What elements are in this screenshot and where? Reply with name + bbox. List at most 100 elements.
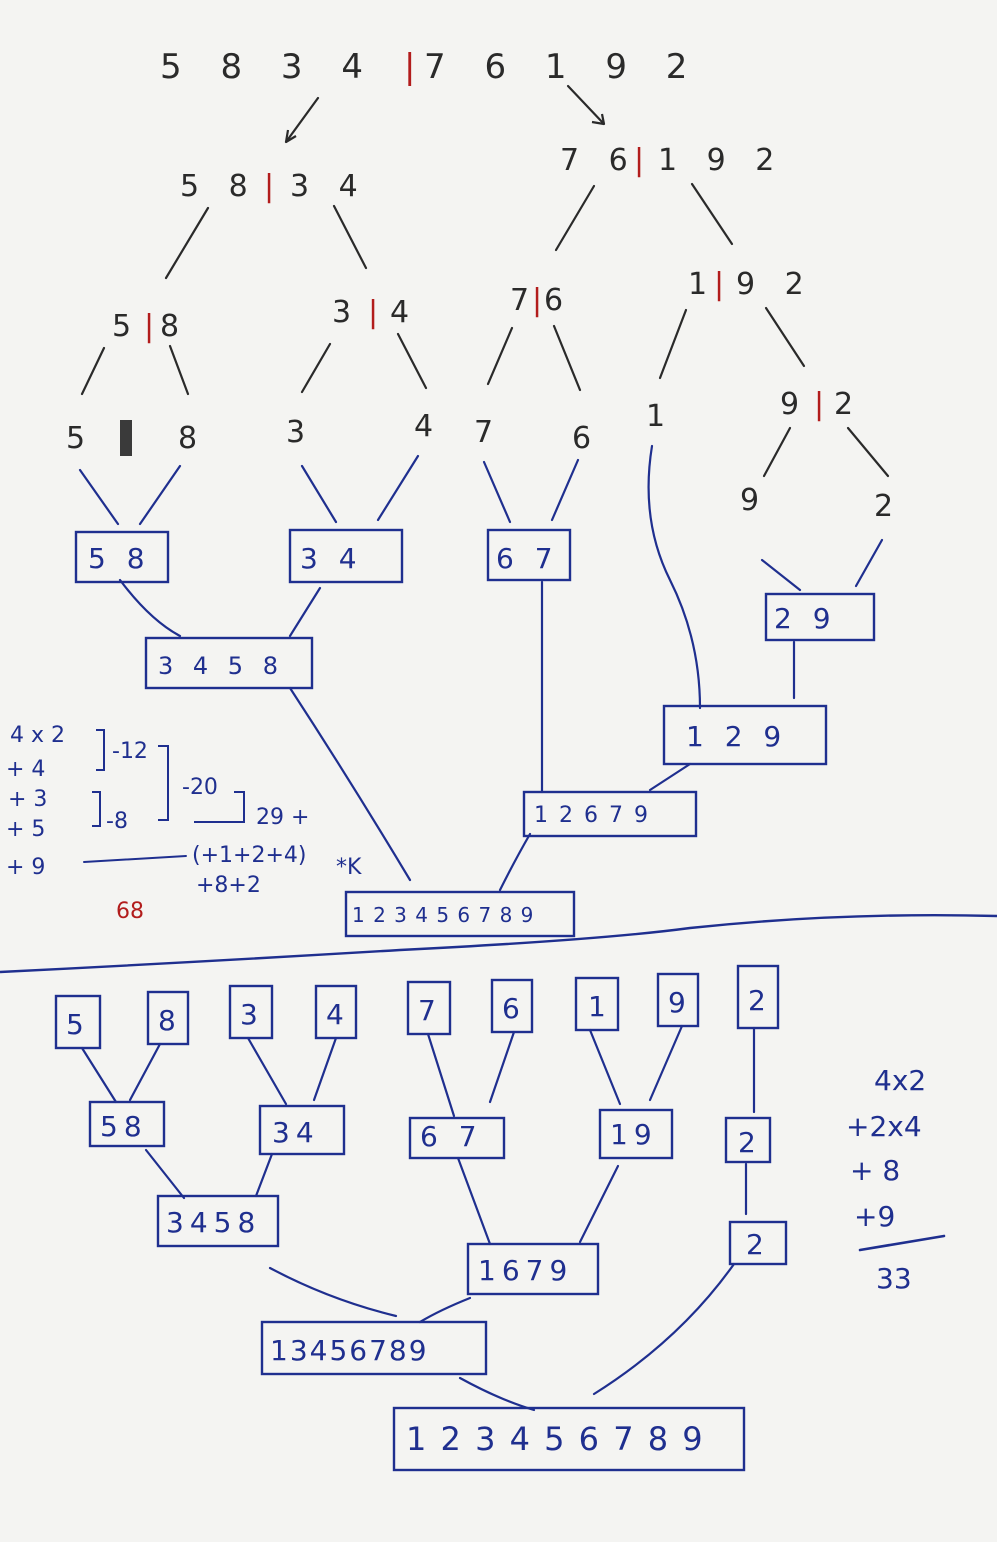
box-58 <box>74 530 170 584</box>
l2-d-right: 9 2 <box>736 267 814 302</box>
line <box>426 1032 456 1118</box>
level3-box <box>728 1220 788 1266</box>
box-label: 6 7 <box>496 542 559 575</box>
line <box>647 444 702 710</box>
single-box <box>736 964 780 1030</box>
l3-split-left: 9 <box>780 387 809 422</box>
note-total: 33 <box>876 1262 912 1295</box>
final-label: 1 2 3 4 5 6 7 8 9 <box>406 1420 705 1458</box>
box-label: 1 2 3 4 5 6 7 8 9 <box>352 903 534 927</box>
line <box>854 538 884 588</box>
arrow <box>486 326 514 386</box>
line <box>376 454 420 522</box>
bottom-notes: 4x2 +2x4 + 8 +9 33 <box>846 1064 926 1295</box>
line <box>588 1028 622 1106</box>
single-box <box>656 972 700 1028</box>
leaf-9: 9 <box>740 483 769 518</box>
single-label: 1 <box>588 990 612 1023</box>
pair-box <box>724 1116 772 1164</box>
line <box>312 1036 338 1102</box>
level3-split-lines <box>762 426 890 478</box>
pair-label: 34 <box>272 1116 320 1149</box>
single-label: 5 <box>66 1008 90 1041</box>
leaf: 1 <box>646 399 675 434</box>
l1-right-divider: | <box>634 143 654 178</box>
leaf-2: 2 <box>874 489 903 524</box>
box-12679 <box>522 790 698 838</box>
box-123456789 <box>344 890 576 938</box>
line <box>246 1036 288 1106</box>
line <box>300 464 338 524</box>
calc-total: 68 <box>116 899 144 924</box>
calc-rule <box>83 855 187 863</box>
single-label: 7 <box>418 994 442 1027</box>
line <box>762 426 792 478</box>
level3-box <box>156 1194 280 1248</box>
box-label: 5 8 <box>88 542 151 575</box>
note-rule <box>858 1234 946 1252</box>
single-label: 2 <box>748 984 772 1017</box>
level3-leaves: 5 8 3 4 7 6 1 <box>66 399 675 456</box>
l3-split-right: 2 <box>834 387 863 422</box>
l1-left-left: 5 8 <box>180 169 258 204</box>
pair-box <box>88 1100 166 1148</box>
line <box>760 558 802 592</box>
bottom-merge-labels: 58 34 6 7 19 2 3458 1679 2 13456789 1 2 … <box>100 1110 764 1458</box>
calc-line: 4 x 2 <box>10 723 65 748</box>
level3-box <box>466 1242 600 1296</box>
line <box>118 578 182 638</box>
arrow <box>658 308 688 380</box>
calc-bracket-marks <box>83 729 245 863</box>
single-label: 3 <box>240 998 264 1031</box>
level3-label: 3458 <box>166 1206 261 1239</box>
l1-left-divider: | <box>264 169 284 204</box>
line <box>550 458 580 522</box>
line <box>846 426 890 478</box>
calc-bracket: -12 <box>112 739 148 764</box>
bracket <box>96 729 105 771</box>
line <box>254 1152 274 1198</box>
level1-left: 5 8 | 3 4 <box>180 169 358 204</box>
level1-arrows <box>164 182 734 280</box>
top-merge-boxes <box>74 528 876 938</box>
leaf: 5 <box>66 421 95 456</box>
bottom-single-labels: 5 8 3 4 7 6 1 9 2 <box>66 984 772 1041</box>
note-line: + 8 <box>850 1154 900 1187</box>
l2-d-divider: | <box>714 267 734 302</box>
box-label: 2 9 <box>774 602 837 635</box>
arrow <box>764 306 806 368</box>
level2: 5 | 8 3 | 4 7 | 6 1 | 9 2 <box>112 267 814 344</box>
pair-label: 6 7 <box>420 1120 483 1153</box>
pair-label: 19 <box>610 1118 658 1151</box>
l2-c-left: 7 <box>510 283 539 318</box>
box-label: 3 4 5 8 <box>158 652 284 680</box>
l2-d-left: 1 <box>688 267 717 302</box>
calc-formula: *K <box>336 855 362 880</box>
box-label: 3 4 <box>300 542 363 575</box>
l3-split-divider: | <box>814 387 834 422</box>
leaf: 3 <box>286 415 315 450</box>
box-label: 1 2 6 7 9 <box>534 803 650 828</box>
level4-label: 13456789 <box>270 1334 429 1367</box>
pair-box <box>598 1108 674 1160</box>
bracket <box>194 791 245 823</box>
calculation-notes: 4 x 2 + 4 + 3 + 5 + 9 -12 -8 -20 29 + (+… <box>6 723 362 898</box>
line <box>418 1296 472 1324</box>
calc-formula: (+1+2+4) <box>192 843 306 868</box>
bottom-merge-lines <box>80 1024 756 1412</box>
top-sequence: 5 8 3 4 | 7 6 1 9 2 <box>160 47 687 87</box>
leaf: 8 <box>178 421 207 456</box>
arrow <box>332 204 368 270</box>
line <box>268 1266 398 1318</box>
arrow-root-left <box>284 96 320 144</box>
arrowhead <box>591 113 606 126</box>
top-merge-lines <box>78 444 884 892</box>
box-129 <box>662 704 828 766</box>
calc-line: + 3 <box>8 787 47 812</box>
l2-b-divider: | <box>368 295 388 330</box>
line <box>648 1024 684 1102</box>
box-34 <box>288 528 404 584</box>
l2-a-divider: | <box>144 309 164 344</box>
level3-label: 1679 <box>478 1254 573 1287</box>
